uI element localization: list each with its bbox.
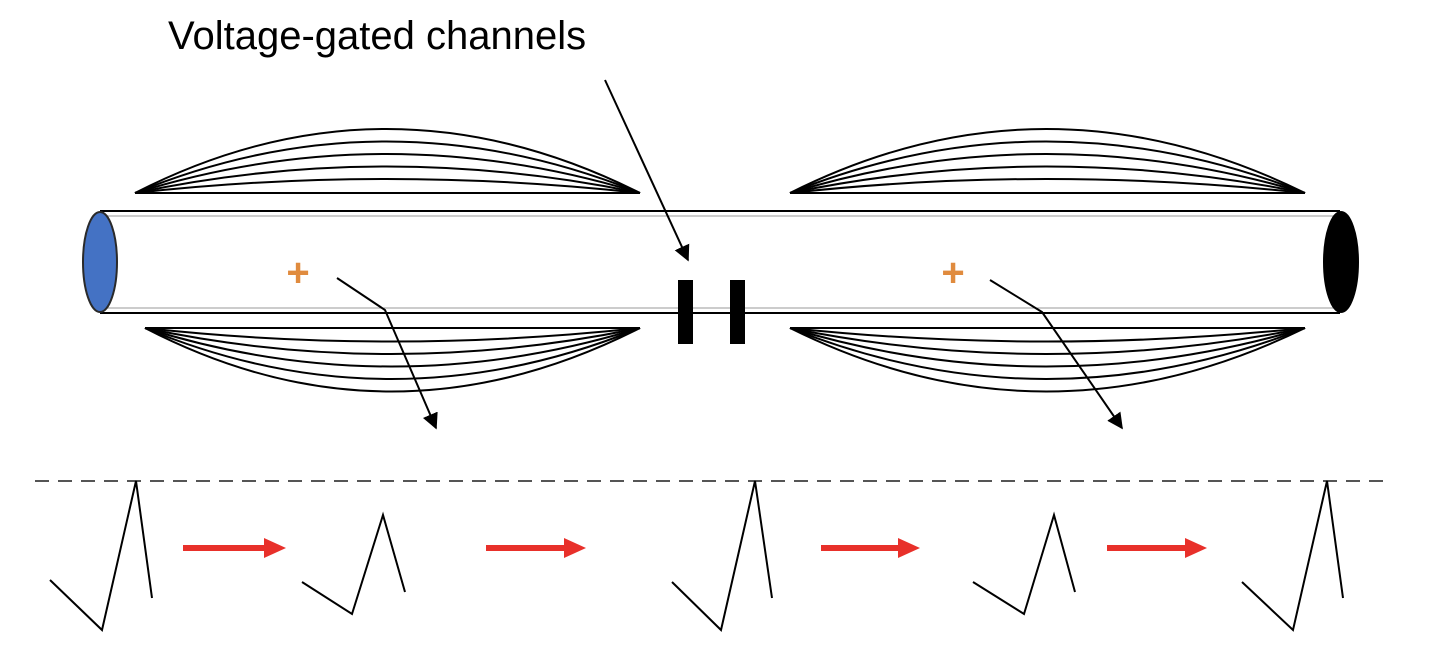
axon-right-end: [1323, 211, 1359, 313]
propagation-arrow-1: [183, 538, 286, 558]
channel-bar-2: [730, 280, 745, 344]
charge-symbol-left: +: [286, 251, 309, 295]
propagation-arrows: [183, 538, 1207, 558]
propagation-arrow-2: [486, 538, 586, 558]
voltage-gated-channels: [678, 280, 745, 344]
action-potential-3: [671, 480, 773, 632]
action-potential-5: [1241, 480, 1344, 632]
propagation-arrow-3: [821, 538, 920, 558]
myelin-sheath-bottom-left: [144, 327, 641, 393]
propagation-arrow-4: [1107, 538, 1207, 558]
action-potential-2: [301, 511, 406, 616]
channel-bar-1: [678, 280, 693, 344]
channel-pointer-arrow: [604, 79, 690, 262]
action-potentials: [49, 480, 1344, 632]
myelin-sheath-bottom-right: [789, 327, 1306, 393]
action-potential-4: [972, 511, 1076, 616]
myelin-sheath-top-right: [789, 128, 1306, 194]
current-flow-arrow-right: [989, 279, 1123, 430]
voltage-gated-channels-label: Voltage-gated channels: [168, 14, 587, 58]
myelin-sheath-top-left: [134, 128, 641, 194]
current-flow-arrow-left: [336, 277, 438, 430]
axon-left-end: [82, 211, 118, 313]
charge-symbol-right: +: [941, 251, 964, 295]
action-potential-1: [49, 480, 153, 632]
axon: [82, 210, 1359, 314]
